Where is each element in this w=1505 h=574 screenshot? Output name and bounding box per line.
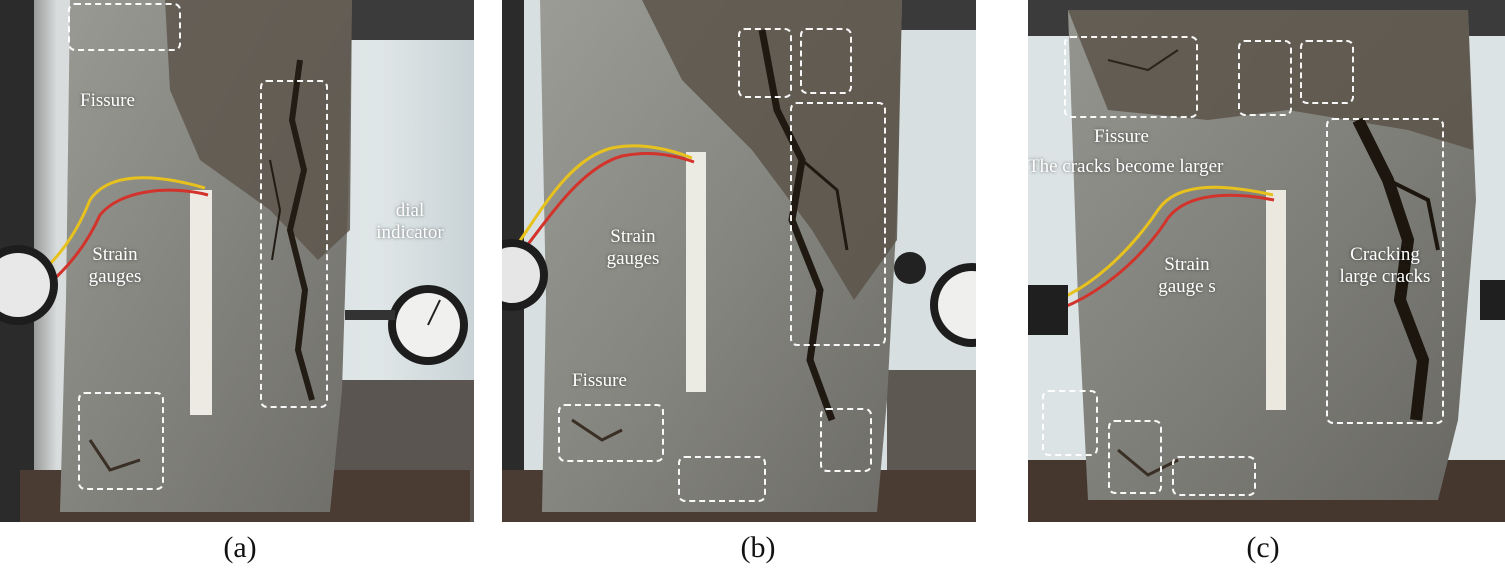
cracks-larger-label: The cracks become larger xyxy=(1028,156,1224,177)
photo-panel-a: Fissure Strain gauges dial indicator xyxy=(0,0,474,522)
cracking-label: Cracking large cracks xyxy=(1339,244,1431,287)
strain-gauges-label: Strain gauges xyxy=(88,244,142,287)
crack-box-top-mid xyxy=(1238,40,1292,116)
photo-panel-b: Strain gauges Fissure xyxy=(502,0,976,522)
specimen-photo-c xyxy=(1028,0,1505,522)
caption-c: (c) xyxy=(1246,531,1280,564)
specimen-photo-a xyxy=(0,0,474,522)
strain-gauges-label: Strain gauge s xyxy=(1158,254,1216,297)
fissure-label: Fissure xyxy=(572,370,627,391)
fissure-label: Fissure xyxy=(80,90,135,111)
crack-box-top-right xyxy=(800,28,852,94)
dial-indicator-label: dial indicator xyxy=(376,200,444,243)
crack-box-top-left xyxy=(1064,36,1198,118)
crack-box-main xyxy=(790,102,886,346)
caption-a: (a) xyxy=(223,531,257,564)
crack-box-main xyxy=(260,80,328,408)
crack-box-bottom xyxy=(78,392,164,490)
specimen-photo-b xyxy=(502,0,976,522)
crack-box-bottom-mid xyxy=(678,456,766,502)
crack-box-main xyxy=(1326,118,1444,424)
crack-box-bottom-mid xyxy=(1108,420,1162,494)
crack-box-bottom-right xyxy=(820,408,872,472)
photo-panel-c: Fissure The cracks become larger Strain … xyxy=(1028,0,1505,522)
crack-box-bottom-left xyxy=(1042,390,1098,456)
crack-box-top-left xyxy=(738,28,792,98)
caption-b: (b) xyxy=(740,531,776,564)
fissure-label: Fissure xyxy=(1094,126,1149,147)
crack-box-bottom-left xyxy=(558,404,664,462)
crack-box-top xyxy=(68,3,181,51)
crack-box-bottom-right xyxy=(1172,456,1256,496)
strain-gauges-label: Strain gauges xyxy=(606,226,660,269)
crack-box-top-right xyxy=(1300,40,1354,104)
